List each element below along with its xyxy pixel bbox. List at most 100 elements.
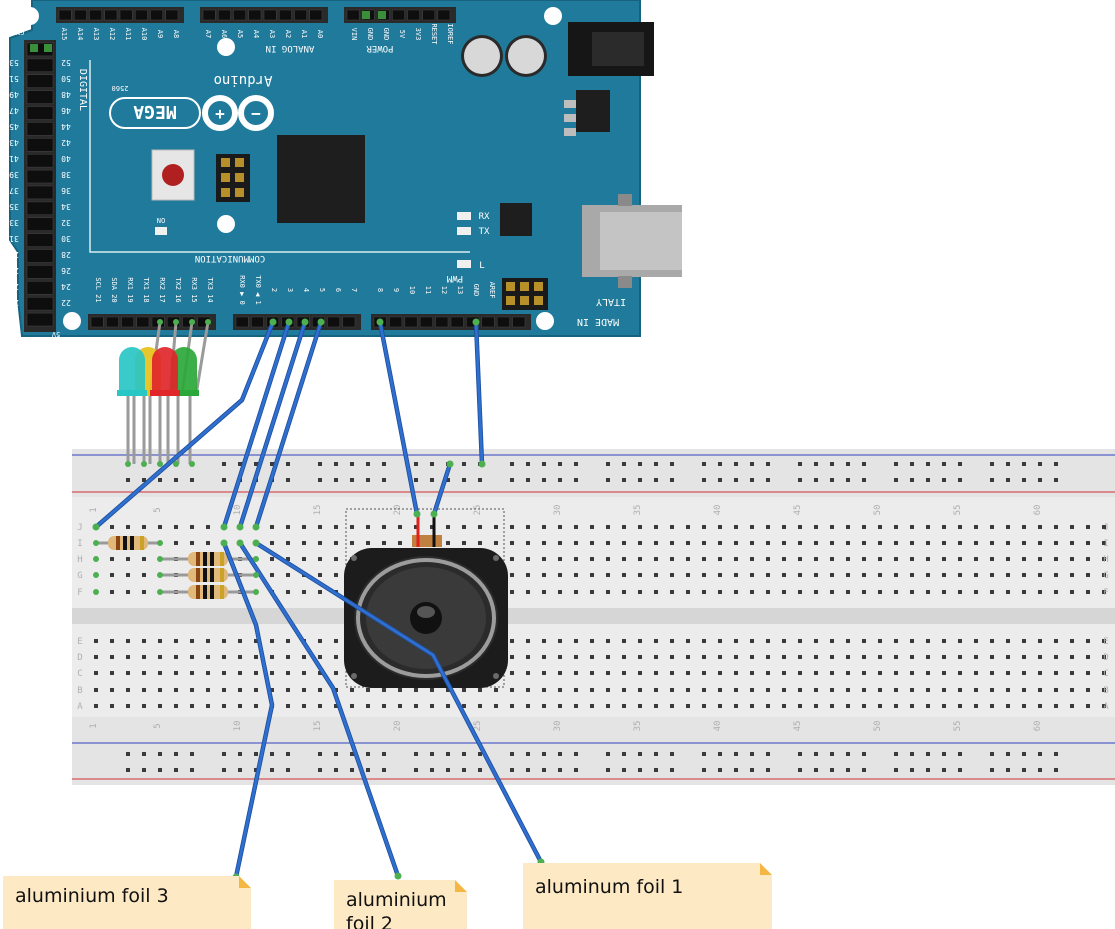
breadboard-hole xyxy=(302,688,306,692)
communication-pin-label: RX2 17 xyxy=(158,277,166,302)
breadboard-hole xyxy=(1054,704,1058,708)
breadboard-hole xyxy=(638,590,642,594)
breadboard-hole xyxy=(510,573,514,577)
breadboard-hole xyxy=(878,639,882,643)
breadboard-hole xyxy=(238,639,242,643)
breadboard-hole xyxy=(974,541,978,545)
breadboard-hole xyxy=(878,573,882,577)
rail-hole xyxy=(126,768,130,772)
breadboard-hole xyxy=(510,639,514,643)
rail-hole xyxy=(574,462,578,466)
breadboard-hole xyxy=(798,704,802,708)
breadboard-hole xyxy=(350,704,354,708)
rail-hole xyxy=(798,478,802,482)
led-green-rim xyxy=(169,390,199,396)
breadboard-hole xyxy=(734,525,738,529)
pwm-pin-label: 7 xyxy=(350,288,358,292)
capacitor-top xyxy=(464,38,500,74)
rail-hole xyxy=(702,768,706,772)
breadboard-hole xyxy=(862,525,866,529)
breadboard-hole xyxy=(110,590,114,594)
digital-pin-label: 29 xyxy=(9,250,19,259)
breadboard-hole xyxy=(782,541,786,545)
mounting-hole xyxy=(544,7,562,25)
led-red xyxy=(152,347,178,395)
breadboard-terminal-area xyxy=(72,497,1115,717)
breadboard-hole xyxy=(638,688,642,692)
note-label: aluminium foil 2 xyxy=(346,889,447,929)
note-fold-icon xyxy=(239,876,251,888)
breadboard-hole xyxy=(158,655,162,659)
breadboard-hole xyxy=(750,573,754,577)
mounting-hole xyxy=(21,7,39,25)
breadboard-hole xyxy=(606,671,610,675)
breadboard-hole xyxy=(446,525,450,529)
note-aluminium-foil-2: aluminium foil 2 xyxy=(334,880,467,929)
breadboard-hole xyxy=(1070,688,1074,692)
header-pin xyxy=(26,281,54,295)
breadboard-hole xyxy=(638,655,642,659)
breadboard-hole xyxy=(766,704,770,708)
header-pin xyxy=(26,90,54,104)
rail-hole xyxy=(574,478,578,482)
resistor-band xyxy=(220,552,224,566)
breadboard-hole xyxy=(590,590,594,594)
rail-hole xyxy=(766,752,770,756)
breadboard-hole xyxy=(574,688,578,692)
breadboard-hole xyxy=(974,671,978,675)
breadboard-hole xyxy=(974,573,978,577)
rail-hole xyxy=(990,478,994,482)
reset-button-cap xyxy=(162,164,184,186)
row-letter: G xyxy=(77,571,82,581)
digital-pin-label: 37 xyxy=(9,186,19,195)
rail-hole xyxy=(798,768,802,772)
breadboard-hole xyxy=(654,671,658,675)
breadboard-hole xyxy=(510,590,514,594)
communication-pin-label: TX2 16 xyxy=(174,277,182,302)
breadboard-hole xyxy=(1038,573,1042,577)
breadboard-hole xyxy=(206,639,210,643)
breadboard-hole xyxy=(222,639,226,643)
breadboard-hole xyxy=(782,639,786,643)
breadboard-hole xyxy=(1022,573,1026,577)
breadboard-hole xyxy=(526,557,530,561)
breadboard-hole xyxy=(286,655,290,659)
rail-hole xyxy=(1054,768,1058,772)
breadboard-hole xyxy=(558,557,562,561)
breadboard-hole xyxy=(830,688,834,692)
row-letter: A xyxy=(1103,702,1109,712)
breadboard-hole xyxy=(862,557,866,561)
rail-hole xyxy=(270,768,274,772)
breadboard-hole xyxy=(526,525,530,529)
rx-led xyxy=(457,212,471,220)
breadboard-hole xyxy=(174,655,178,659)
analog-pin-label: A14 xyxy=(76,28,84,41)
header-pin xyxy=(136,316,150,328)
breadboard-hole xyxy=(1054,590,1058,594)
breadboard-hole xyxy=(270,573,274,577)
rail-hole xyxy=(238,768,242,772)
breadboard-hole xyxy=(542,573,546,577)
icsp2-pin xyxy=(534,296,543,305)
rail-hole xyxy=(174,768,178,772)
breadboard-hole xyxy=(1054,688,1058,692)
breadboard-hole xyxy=(526,590,530,594)
breadboard-hole xyxy=(526,688,530,692)
header-junction xyxy=(189,319,195,325)
breadboard-hole xyxy=(270,671,274,675)
rail-hole xyxy=(238,752,242,756)
breadboard-hole xyxy=(654,573,658,577)
column-number: 1 xyxy=(89,723,99,728)
rail-hole xyxy=(1006,768,1010,772)
rail-hole xyxy=(942,478,946,482)
breadboard-hole xyxy=(974,639,978,643)
breadboard-hole xyxy=(750,704,754,708)
analog-pin-label: A15 xyxy=(60,28,68,41)
breadboard-hole xyxy=(654,557,658,561)
breadboard-hole xyxy=(862,573,866,577)
breadboard-hole xyxy=(702,704,706,708)
breadboard-hole xyxy=(366,688,370,692)
rail-hole xyxy=(446,768,450,772)
rail-hole xyxy=(990,462,994,466)
breadboard-hole xyxy=(590,557,594,561)
